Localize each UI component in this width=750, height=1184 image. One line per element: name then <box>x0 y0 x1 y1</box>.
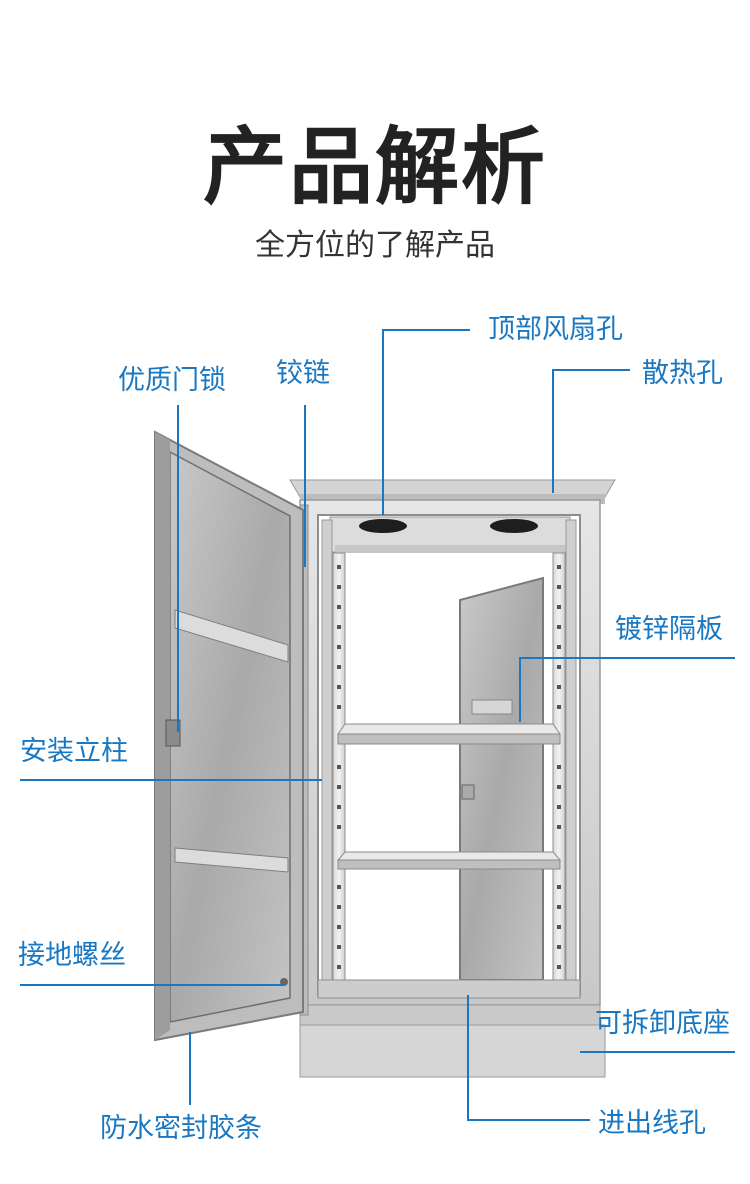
removable-base <box>299 1004 606 1078</box>
galvanized-shelf-upper <box>337 723 561 745</box>
door-bar-upper <box>174 609 289 663</box>
fan-hole-left <box>359 519 407 533</box>
galvanized-shelf-lower <box>336 851 562 870</box>
label-heat-vents: 散热孔 <box>642 358 723 389</box>
callout-cable-entry <box>467 995 590 1121</box>
label-door-lock: 优质门锁 <box>118 365 226 396</box>
label-waterproof-seal: 防水密封胶条 <box>100 1113 262 1144</box>
callout-heat-vents <box>552 369 630 493</box>
rear-door <box>459 576 544 981</box>
label-hinge: 铰链 <box>276 358 330 389</box>
door-bar-lower <box>174 847 289 873</box>
label-cable-entry: 进出线孔 <box>598 1108 706 1139</box>
rear-door-lock-icon <box>461 784 475 800</box>
cabinet-top <box>289 479 616 504</box>
label-mounting-rail: 安装立柱 <box>20 736 128 767</box>
top-fan-plate <box>329 516 571 553</box>
door-lock-icon <box>165 719 181 747</box>
fan-hole-right <box>490 519 538 533</box>
mounting-rails <box>321 519 577 991</box>
callout-galvanized-shelf <box>519 657 735 722</box>
label-ground-screw: 接地螺丝 <box>18 940 126 971</box>
label-removable-base: 可拆卸底座 <box>595 1008 730 1039</box>
page-subtitle: 全方位的了解产品 <box>255 228 495 263</box>
callout-lines <box>20 329 735 1121</box>
label-top-fan-hole: 顶部风扇孔 <box>488 314 623 345</box>
callout-top-fan-hole <box>382 329 470 515</box>
page-title: 产品解析 <box>202 118 547 216</box>
label-galvanized-shelf: 镀锌隔板 <box>615 614 723 645</box>
front-door <box>154 430 304 1042</box>
